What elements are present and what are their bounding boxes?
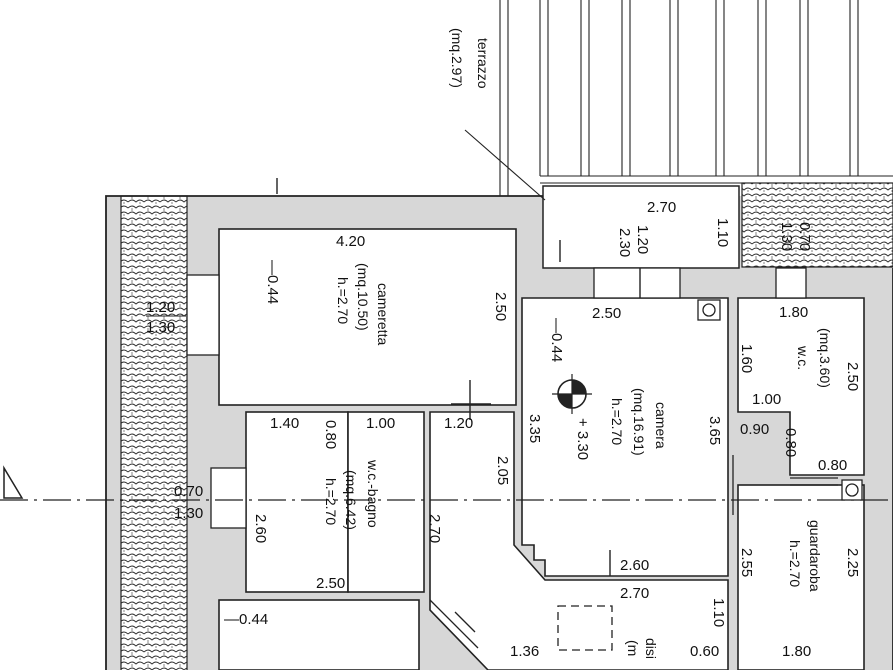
camera-area: (mq.16.91) — [631, 388, 647, 456]
cameretta-area: (mq.10.50) — [355, 263, 371, 331]
camera-width-3: 2.70 — [620, 585, 649, 602]
bath-area: (mq.6.42) — [343, 470, 359, 530]
dashed-fixture — [557, 605, 613, 651]
terrace-railing — [499, 0, 893, 196]
door-swings — [429, 455, 838, 649]
room-camera — [521, 297, 729, 577]
parapet-2: 1.30 — [778, 222, 795, 251]
camera-width: 2.50 — [592, 305, 621, 322]
wc-width: 1.80 — [779, 304, 808, 321]
camera-depth-1: 3.35 — [526, 414, 543, 443]
room-bagno-left — [245, 411, 349, 593]
section-marker-icon — [3, 465, 24, 499]
cameretta-width: 4.20 — [336, 233, 365, 250]
right-terrace-paving — [741, 182, 893, 268]
cameretta-level: —0.44 — [264, 260, 281, 304]
camera-level: —0.44 — [548, 318, 565, 362]
bottom-level: —0.44 — [224, 611, 268, 628]
room-bagno — [347, 411, 425, 593]
room-corridor — [429, 411, 729, 670]
bath-depth-3: 2.60 — [252, 514, 269, 543]
camera-spot-level: + 3.30 — [574, 418, 591, 460]
bath-width-1: 1.40 — [270, 415, 299, 432]
wc-depth-5: 0.80 — [782, 428, 799, 457]
guardaroba-width: 1.80 — [782, 643, 811, 660]
wc-width-6: 0.80 — [818, 457, 847, 474]
terrace-depth-2: 1.20 — [634, 225, 651, 254]
cameretta-height: h.=2.70 — [335, 277, 351, 324]
bath-depth-4: 2.70 — [426, 514, 443, 543]
guardaroba-name: guardaroba — [807, 520, 823, 592]
bath-width-3: 1.20 — [444, 415, 473, 432]
cameretta-name: cameretta — [375, 283, 391, 345]
terrace-depth-1: 1.10 — [714, 218, 731, 247]
bath-name: w.c.-bagno — [365, 459, 381, 528]
terrace-depth-3: 2.30 — [616, 228, 633, 257]
camera-depth-2: 3.65 — [706, 416, 723, 445]
parapet-1: 0.70 — [796, 222, 813, 251]
flue-icons — [697, 299, 863, 501]
terrace-area: (mq.2.97) — [449, 28, 465, 88]
wall-depth-2: 1.30 — [174, 505, 203, 522]
guardaroba-width-4: 0.60 — [690, 643, 719, 660]
room-guardaroba — [737, 484, 865, 670]
cameretta-depth: 2.50 — [492, 292, 509, 321]
terrace-leader — [464, 129, 546, 201]
wc-width-3: 1.00 — [752, 391, 781, 408]
terrace-room — [542, 185, 740, 269]
outer-wall — [105, 195, 543, 670]
disimpegno-area: (m — [625, 640, 641, 656]
wc-depth-2: 2.50 — [844, 362, 861, 391]
bath-depth-1: 0.80 — [322, 420, 339, 449]
wc-area: (mq.3.60) — [817, 328, 833, 388]
terrace-width: 2.70 — [647, 199, 676, 216]
guardaroba-depth-2: 2.25 — [844, 548, 861, 577]
camera-name: camera — [653, 402, 669, 449]
wc-depth-1: 1.60 — [738, 344, 755, 373]
window-openings — [186, 267, 807, 529]
wc-name: w.c. — [795, 345, 811, 370]
wc-width-4: 0.90 — [740, 421, 769, 438]
window-width-2: 1.30 — [146, 319, 175, 336]
guardaroba-depth-1: 2.55 — [738, 548, 755, 577]
guardaroba-height: h.=2.70 — [787, 540, 803, 587]
bottom-width: 1.36 — [510, 643, 539, 660]
disimpegno-name: disi — [643, 638, 659, 659]
room-bottom-left — [218, 599, 420, 670]
bath-depth-2: 2.05 — [494, 456, 511, 485]
bath-height: h.=2.70 — [323, 478, 339, 525]
terrace-name: terrazzo — [475, 38, 491, 89]
room-wc-small — [737, 297, 865, 476]
left-balcony-paving — [120, 195, 188, 670]
dimension-ticks — [276, 178, 641, 576]
wall-depth-1: 0.70 — [174, 483, 203, 500]
level-symbol-icon — [552, 374, 592, 414]
bath-width-4: 2.50 — [316, 575, 345, 592]
camera-width-2: 2.60 — [620, 557, 649, 574]
camera-height: h.=2.70 — [609, 398, 625, 445]
window-width-1: 1.20 — [146, 299, 175, 316]
bath-width-2: 1.00 — [366, 415, 395, 432]
guardaroba-depth-3: 1.10 — [710, 598, 727, 627]
